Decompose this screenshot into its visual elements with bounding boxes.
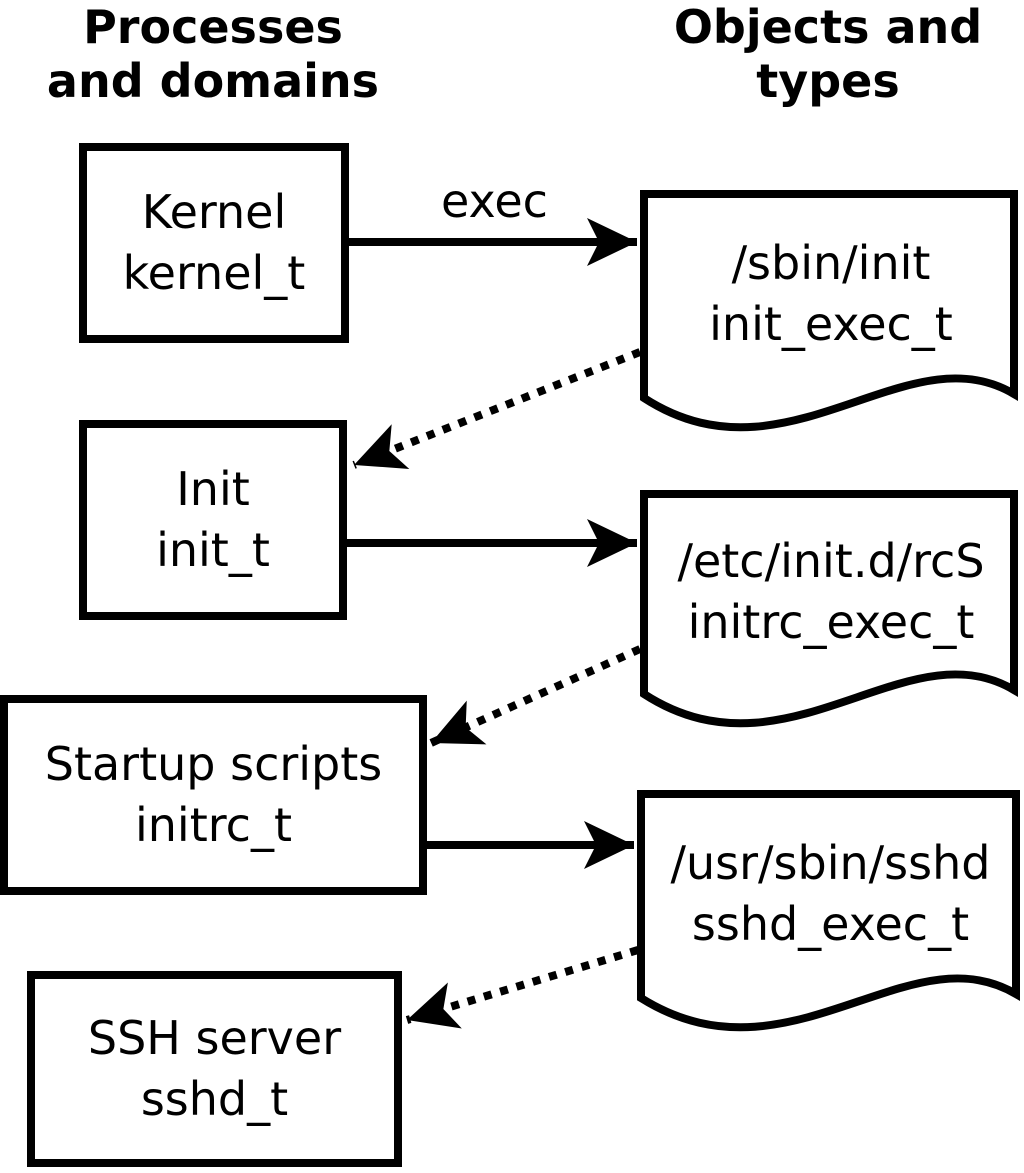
kernel-box-label: Kernel kernel_t [79,143,349,343]
rcs-path: /etc/init.d/rcS [677,534,985,588]
startup-process-name: Startup scripts [44,737,383,791]
usr-sbin-sshd-document-label: /usr/sbin/sshd sshd_exec_t [641,790,1020,998]
usr-sbin-sshd-document [637,790,1020,1032]
ssh-process-name: SSH server [87,1011,342,1065]
ssh-server-box-label: SSH server sshd_t [27,971,402,1167]
etc-initd-rcs-document-label: /etc/init.d/rcS initrc_exec_t [644,490,1018,694]
init-box-label: Init init_t [79,420,347,620]
sshd-exec-path: /usr/sbin/sshd [670,836,991,890]
sbin-init-document [640,190,1018,432]
init-box [79,420,347,620]
ssh-domain-type: sshd_t [140,1072,289,1126]
exec-arrow-label: exec [441,174,548,228]
startup-scripts-box-label: Startup scripts initrc_t [0,695,427,895]
right-column-header: Objects and types [673,0,983,108]
sbin-init-path: /sbin/init [731,236,931,290]
kernel-box [79,143,349,343]
etc-initd-rcs-document [640,490,1018,728]
kernel-domain-type: kernel_t [122,246,306,300]
init-domain-type: init_t [156,523,270,577]
sbin-init-document-label: /sbin/init init_exec_t [644,190,1018,398]
rcs-type: initrc_exec_t [687,595,975,649]
startup-domain-type: initrc_t [135,798,292,852]
startup-scripts-box [0,695,427,895]
ssh-server-box [27,971,402,1167]
transition-arrow-sshd-exec-to-sshd-domain [405,946,640,1029]
sshd-exec-type: sshd_exec_t [691,897,970,951]
left-column-header: Processes and domains [46,0,380,108]
sbin-init-type: init_exec_t [709,297,953,351]
kernel-process-name: Kernel [141,185,287,239]
transition-arrow-sbin-init-to-init-domain [352,348,642,469]
transition-arrow-rcs-to-initrc-domain [429,645,642,747]
init-process-name: Init [176,462,250,516]
